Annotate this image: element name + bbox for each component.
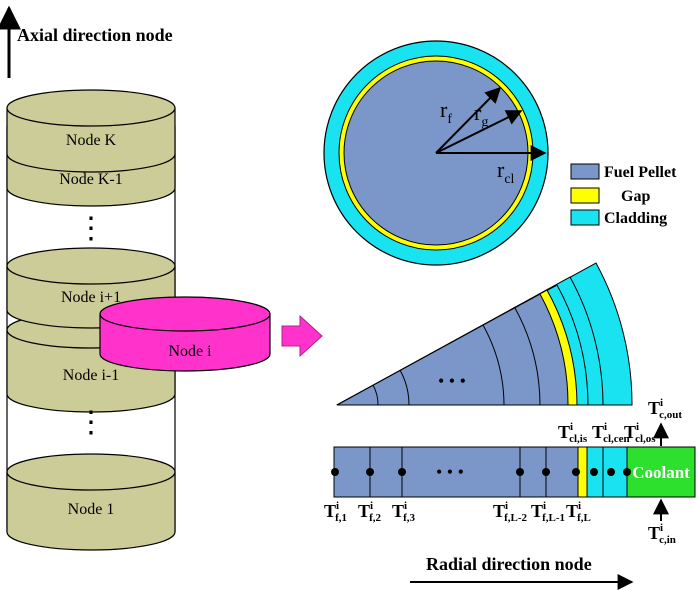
sector-dots: • • • [438, 371, 466, 391]
node-1-label: Node 1 [68, 501, 115, 518]
node-i-plus-1-label: Node i+1 [61, 289, 121, 306]
radial-node-strip: Coolant • • • [331, 446, 696, 498]
radial-title: Radial direction node [426, 554, 592, 574]
legend: Fuel Pellet Gap Cladding [570, 163, 677, 227]
pellet-sector: • • • [336, 262, 633, 406]
legend-gap: Gap [621, 188, 650, 205]
radius-arrow-rg [435, 110, 523, 154]
label-rcl: rcl [497, 157, 515, 187]
pellet-cross-section: rf rg rcl [323, 40, 549, 266]
ellipsis-lower: ⋮ [76, 406, 106, 439]
coolant-label: Coolant [632, 463, 690, 482]
legend-cladding: Cladding [604, 210, 667, 227]
label-rf: rf [440, 97, 452, 127]
node-i-minus-1-label: Node i-1 [63, 367, 119, 384]
node-1: Node 1 [6, 453, 176, 551]
node-k-minus-1-label: Node K-1 [59, 171, 123, 188]
node-k: Node K [6, 89, 176, 173]
strip-dots: • • • [436, 462, 464, 482]
radius-arrow-rf [435, 86, 502, 154]
node-k-label: Node K [66, 132, 117, 149]
legend-fuel: Fuel Pellet [604, 164, 677, 181]
label-rg: rg [474, 100, 488, 130]
ellipsis-upper: ⋮ [76, 212, 106, 245]
block-arrow [281, 314, 323, 358]
node-i: Node i [99, 296, 271, 372]
axial-title: Axial direction node [17, 25, 173, 45]
node-i-label: Node i [168, 343, 212, 360]
